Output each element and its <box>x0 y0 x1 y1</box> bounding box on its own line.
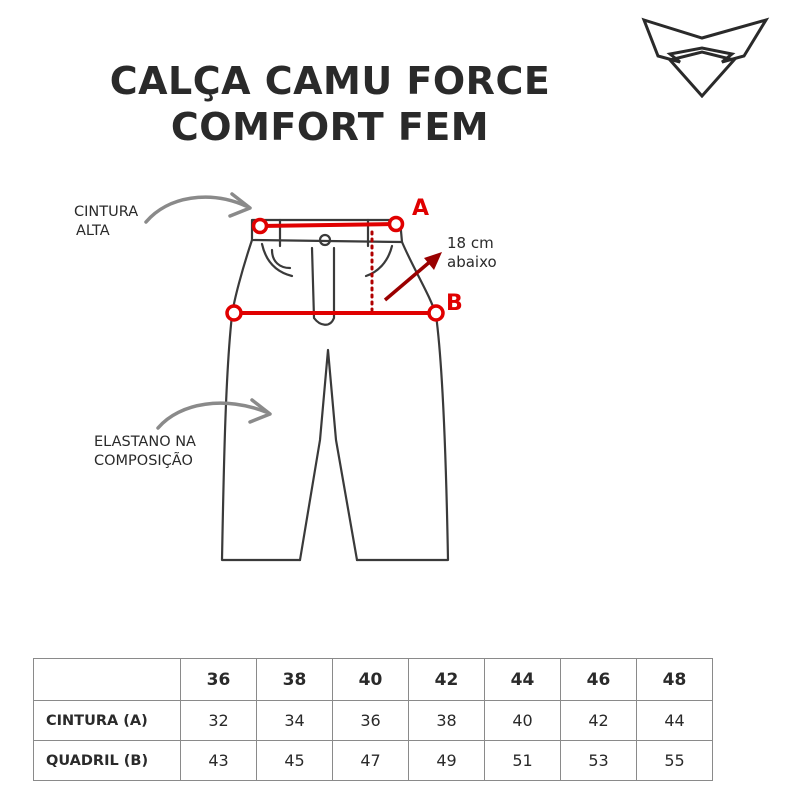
leg-outline-left <box>220 238 302 562</box>
size-header-cell: 36 <box>180 658 257 701</box>
table-cell: 49 <box>408 740 485 781</box>
offset-note-line-2: abaixo <box>447 253 497 271</box>
table-cell: 47 <box>332 740 409 781</box>
product-title: CALÇA CAMU FORCE COMFORT FEM <box>0 58 660 150</box>
waist-callout-line-2: ALTA <box>76 223 110 239</box>
size-header-cell: 44 <box>484 658 561 701</box>
elastane-callout-line-2: COMPOSIÇÃO <box>94 453 193 469</box>
table-cell: 32 <box>180 700 257 741</box>
pocket-left <box>260 242 294 278</box>
table-cell: 53 <box>560 740 637 781</box>
brand-wing-logo-icon <box>641 17 770 99</box>
fly-seam <box>310 246 336 326</box>
offset-note: 18 cm abaixo <box>447 234 497 272</box>
row-label-hip: QUADRIL (B) <box>33 740 181 781</box>
pocket-detail-left <box>270 248 292 270</box>
inseam <box>298 348 359 562</box>
size-header-cell: 48 <box>636 658 713 701</box>
measure-line-a <box>259 222 397 228</box>
elastane-callout-arrow-icon <box>156 398 272 430</box>
measure-point-b-left <box>225 304 243 322</box>
elastane-callout: ELASTANO NA COMPOSIÇÃO <box>94 433 196 471</box>
pants-illustration <box>144 192 450 562</box>
table-cell: 51 <box>484 740 561 781</box>
waist-callout-line-1: CINTURA <box>74 204 139 220</box>
measure-point-a-left <box>251 217 269 235</box>
table-cell: 45 <box>256 740 333 781</box>
row-label-waist: CINTURA (A) <box>33 700 181 741</box>
table-corner-cell <box>33 658 181 701</box>
table-cell: 38 <box>408 700 485 741</box>
table-row-waist: CINTURA (A) 32 34 36 38 40 42 44 <box>33 700 713 741</box>
table-cell: 55 <box>636 740 713 781</box>
size-header-cell: 38 <box>256 658 333 701</box>
waist-callout-arrow-icon <box>144 192 252 224</box>
table-cell: 42 <box>560 700 637 741</box>
table-cell: 36 <box>332 700 409 741</box>
size-header-cell: 40 <box>332 658 409 701</box>
brand-logo <box>640 14 772 99</box>
measure-point-a-right <box>387 215 405 233</box>
elastane-callout-line-1: ELASTANO NA <box>94 434 196 450</box>
waist-callout: CINTURA ALTA <box>74 203 138 241</box>
product-title-line-1: CALÇA CAMU FORCE <box>109 59 551 103</box>
size-table: 36 38 40 42 44 46 48 CINTURA (A) 32 34 3… <box>33 658 713 781</box>
table-cell: 43 <box>180 740 257 781</box>
pocket-right <box>364 244 394 278</box>
size-header-cell: 46 <box>560 658 637 701</box>
waist-button <box>318 233 332 247</box>
measure-point-b-right <box>427 304 445 322</box>
size-header-row: 36 38 40 42 44 46 48 <box>33 658 713 701</box>
table-cell: 40 <box>484 700 561 741</box>
offset-note-line-1: 18 cm <box>447 234 494 252</box>
offset-arrow-icon <box>383 252 442 302</box>
table-cell: 44 <box>636 700 713 741</box>
size-header-cell: 42 <box>408 658 485 701</box>
measure-label-b: B <box>446 291 463 316</box>
product-title-line-2: COMFORT FEM <box>170 105 490 149</box>
measure-label-a: A <box>412 196 430 221</box>
table-row-hip: QUADRIL (B) 43 45 47 49 51 53 55 <box>33 740 713 781</box>
table-cell: 34 <box>256 700 333 741</box>
leg-outline-right <box>355 240 450 562</box>
